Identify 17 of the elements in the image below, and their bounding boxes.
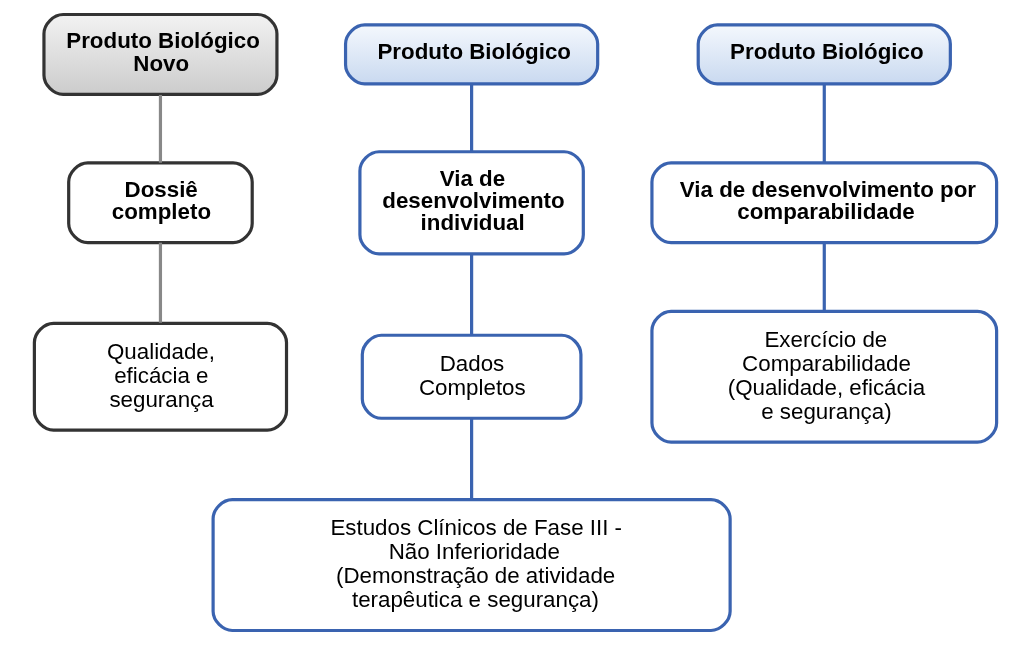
node-box: Via de desenvolvimento individual: [357, 150, 585, 256]
node-box: Exercício de Comparabilidade (Qualidade, eficácia e segurança): [649, 309, 998, 444]
node-box: Dossiê completo: [66, 161, 254, 245]
node-box: Qualidade, eficácia e segurança: [32, 321, 288, 432]
connector: [822, 242, 826, 311]
connector: [469, 84, 473, 152]
connector: [469, 254, 473, 335]
node-box: Produto Biológico: [343, 23, 599, 86]
node-box: Produto Biológico: [696, 23, 952, 86]
connector: [158, 242, 162, 323]
node-box: Via de desenvolvimento por comparabilidade: [649, 161, 998, 245]
node-box: Dados Completos: [360, 333, 583, 420]
connector: [822, 84, 826, 163]
connector: [158, 94, 162, 163]
connector: [469, 418, 473, 500]
node-box: Produto Biológico Novo: [41, 12, 279, 96]
node-box: Estudos Clínicos de Fase III - Não Inferioridade (Demonstração de atividade terapêutica e segurança): [211, 498, 732, 633]
